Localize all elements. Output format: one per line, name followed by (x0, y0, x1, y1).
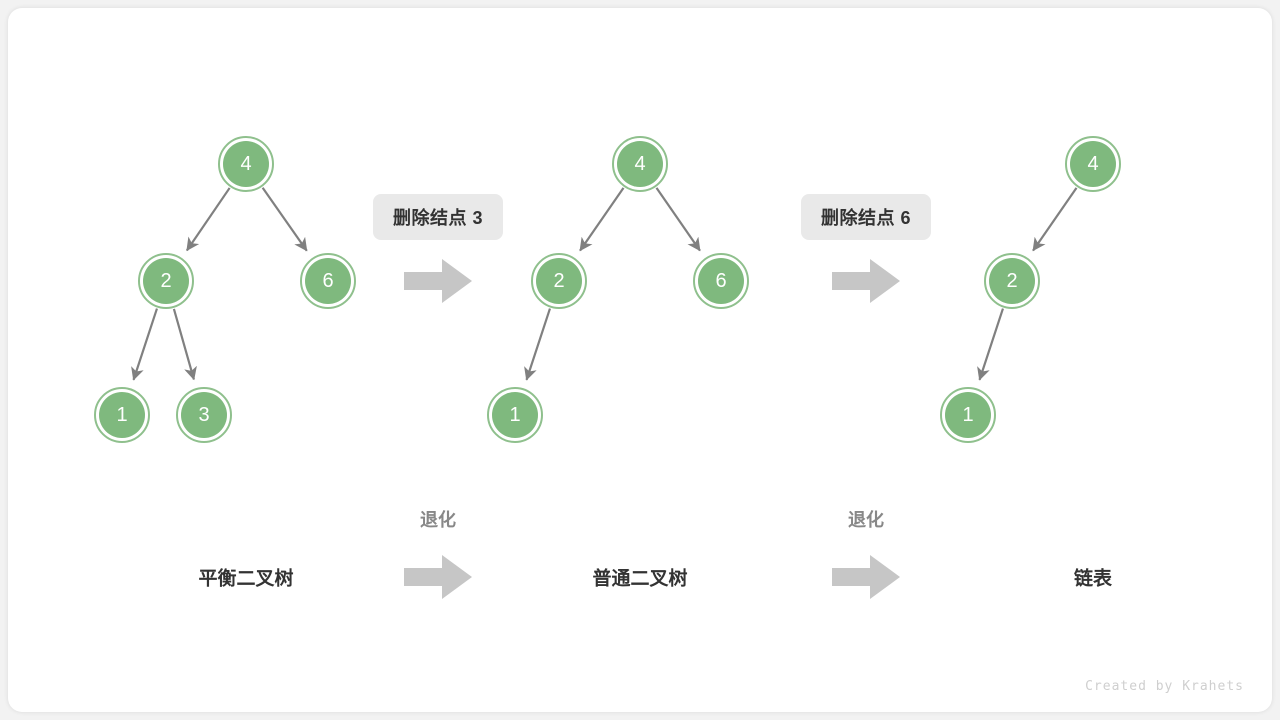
node-disc: 1 (99, 392, 145, 438)
node-value: 6 (322, 270, 334, 292)
node-disc: 2 (143, 258, 189, 304)
chip-label: 删除结点 6 (820, 208, 912, 228)
node-value: 6 (715, 270, 727, 292)
node-value: 1 (509, 404, 521, 426)
delete-node-3: 删除结点 3 (372, 194, 504, 240)
node-value: 4 (634, 153, 646, 175)
tree-node-6: 6 (300, 253, 356, 309)
node-value: 2 (553, 270, 565, 292)
caption-balanced-binary-tree: 平衡二叉树 (198, 568, 294, 590)
tree-edge (977, 308, 1004, 381)
chip-label: 删除结点 3 (392, 208, 484, 228)
node-disc: 1 (492, 392, 538, 438)
node-value: 2 (160, 270, 172, 292)
tree-node-2: 2 (531, 253, 587, 309)
node-disc: 4 (223, 141, 269, 187)
tree-node-2: 2 (984, 253, 1040, 309)
node-disc: 4 (617, 141, 663, 187)
block-arrow-shape (404, 259, 472, 303)
tree-node-4: 4 (612, 136, 668, 192)
tree-node-1: 1 (94, 387, 150, 443)
tree-node-4: 4 (1065, 136, 1121, 192)
degrade-label-1: 退化 (420, 510, 456, 530)
node-value: 4 (240, 153, 252, 175)
tree-edge (524, 308, 551, 381)
degrade-arrow-2 (832, 553, 900, 601)
degrade-arrow-1 (404, 553, 472, 601)
tree-node-3: 3 (176, 387, 232, 443)
tree-edges-layer (131, 187, 1078, 381)
tree-node-1: 1 (487, 387, 543, 443)
block-arrow-shape (404, 555, 472, 599)
node-disc: 3 (181, 392, 227, 438)
tree-edge (579, 187, 625, 252)
tree-node-4: 4 (218, 136, 274, 192)
diagram-stage: 4 2 6 1 3 4 2 6 1 4 2 1 删除结点 3 删除结点 6 退化 退化平衡二叉树 普通二叉树… (8, 8, 1272, 712)
transition-arrow-1 (404, 257, 472, 305)
caption-ordinary-binary-tree: 普通二叉树 (592, 568, 688, 590)
degrade-label-2: 退化 (848, 510, 884, 530)
diagram-card: 4 2 6 1 3 4 2 6 1 4 2 1 删除结点 3 删除结点 6 退化 退化平衡二叉树 普通二叉树… (8, 8, 1272, 712)
tree-edge (261, 187, 308, 252)
edge-group (131, 187, 1078, 381)
node-value: 1 (962, 404, 974, 426)
block-arrow-shape (832, 259, 900, 303)
tree-edge (185, 187, 231, 252)
delete-node-6: 删除结点 6 (800, 194, 932, 240)
node-value: 4 (1087, 153, 1099, 175)
tree-node-2: 2 (138, 253, 194, 309)
node-value: 2 (1006, 270, 1018, 292)
caption-linked-list: 链表 (1073, 568, 1113, 590)
transition-arrow-2 (832, 257, 900, 305)
tree-edge (655, 187, 701, 252)
tree-node-1: 1 (940, 387, 996, 443)
node-disc: 2 (989, 258, 1035, 304)
node-disc: 6 (698, 258, 744, 304)
block-arrow-shape (832, 555, 900, 599)
tree-edge (1032, 187, 1078, 252)
tree-edge (172, 308, 197, 381)
node-disc: 4 (1070, 141, 1116, 187)
node-value: 1 (116, 404, 128, 426)
tree-edge (131, 308, 158, 381)
node-disc: 1 (945, 392, 991, 438)
watermark: Created by Krahets (1085, 679, 1244, 694)
node-disc: 6 (305, 258, 351, 304)
node-disc: 2 (536, 258, 582, 304)
node-value: 3 (198, 404, 210, 426)
tree-node-6: 6 (693, 253, 749, 309)
